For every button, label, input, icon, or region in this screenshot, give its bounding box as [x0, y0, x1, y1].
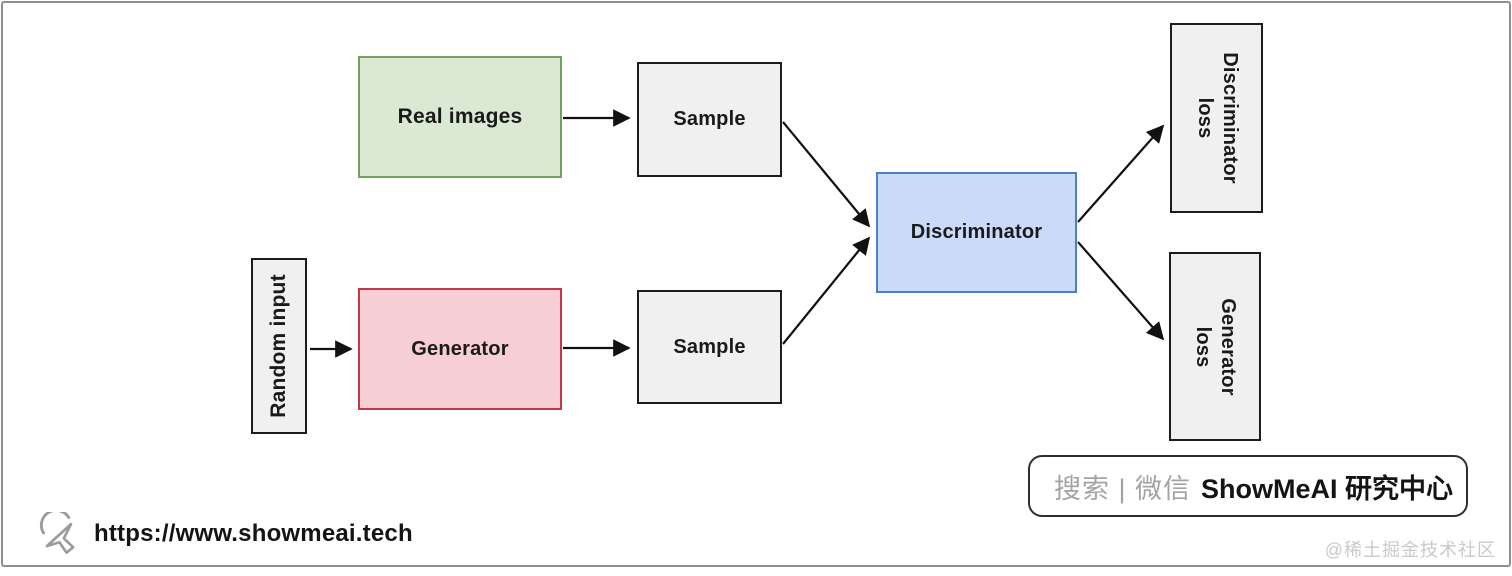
node-discriminator-loss: Discriminator loss	[1170, 23, 1263, 213]
node-sample-top-label: Sample	[673, 108, 746, 130]
node-generator-loss: Generator loss	[1169, 252, 1261, 441]
node-sample-top: Sample	[637, 62, 782, 177]
node-discriminator-label: Discriminator	[910, 221, 1043, 243]
community-watermark: @稀土掘金技术社区	[1324, 540, 1496, 560]
search-banner-brand: ShowMeAI 研究中心	[1201, 473, 1454, 504]
node-real-images: Real images	[358, 56, 562, 178]
node-sample-bottom: Sample	[637, 290, 782, 404]
node-random-input: Random input	[251, 258, 307, 434]
search-banner-prefix: 搜索 | 微信	[1054, 473, 1192, 504]
discriminator-loss-line1: Discriminator	[1218, 52, 1241, 184]
footer-left: https://www.showmeai.tech	[38, 512, 413, 556]
node-sample-bottom-label: Sample	[673, 335, 746, 358]
node-generator: Generator	[358, 288, 562, 410]
arrow-discriminator-to-gloss	[1077, 241, 1165, 341]
generator-loss-line1: Generator	[1217, 297, 1239, 396]
generator-loss-line2: loss	[1192, 326, 1214, 367]
discriminator-loss-line2: loss	[1193, 97, 1216, 139]
node-discriminator: Discriminator	[876, 172, 1077, 293]
node-real-images-label: Real images	[397, 105, 523, 128]
wechat-search-banner: 搜索 | 微信 ShowMeAI 研究中心	[1028, 455, 1468, 517]
site-url-text: https://www.showmeai.tech	[94, 520, 413, 547]
arrow-sample-to-discriminator-top	[782, 121, 871, 228]
cursor-click-icon	[39, 512, 75, 555]
node-generator-label: Generator	[411, 337, 509, 360]
node-generator-loss-label: Generator loss	[1190, 298, 1240, 395]
arrow-sample-to-discriminator-bottom	[782, 236, 871, 345]
node-discriminator-loss-label: Discriminator loss	[1192, 52, 1242, 184]
arrow-discriminator-to-dloss	[1077, 124, 1165, 223]
node-random-input-label: Random input	[266, 274, 290, 418]
